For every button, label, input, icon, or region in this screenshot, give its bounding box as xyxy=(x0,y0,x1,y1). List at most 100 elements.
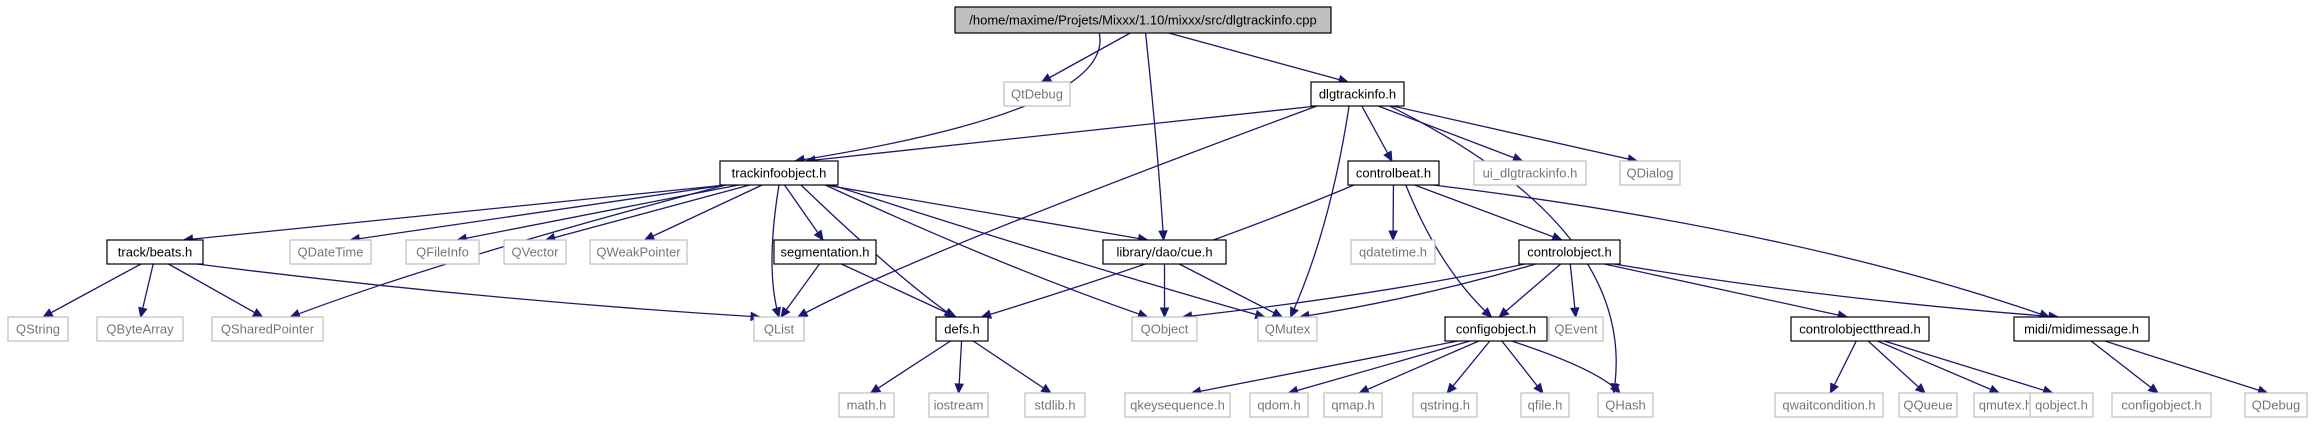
node-segmentation_h[interactable]: segmentation.h xyxy=(773,239,877,265)
node-qbytearray: QByteArray xyxy=(96,316,184,342)
node-defs_h[interactable]: defs.h xyxy=(935,316,989,342)
arrowhead xyxy=(1290,306,1299,319)
node-qmap_h: qmap.h xyxy=(1323,392,1383,418)
node-midimessage_h[interactable]: midi/midimessage.h xyxy=(2013,316,2150,342)
edge-dlgtrackinfo_h-to-ui_dlgtrackinfo_h xyxy=(1377,105,1524,163)
arrowhead xyxy=(780,306,791,318)
node-qhash: QHash xyxy=(1597,392,1654,418)
node-dlgtrackinfo_h[interactable]: dlgtrackinfo.h xyxy=(1310,81,1405,107)
node-configobject_h2: configobject.h xyxy=(2111,392,2212,418)
node-cue_h[interactable]: library/dao/cue.h xyxy=(1102,239,1227,265)
node-label: qmap.h xyxy=(1331,397,1374,412)
node-qwaitcondition_h: qwaitcondition.h xyxy=(1774,392,1884,418)
node-box xyxy=(1444,316,1548,342)
node-trackinfoobject_h[interactable]: trackinfoobject.h xyxy=(719,160,839,186)
edge-controlobjectthread_h-to-qqueue xyxy=(1867,340,1926,394)
node-controlbeat_h[interactable]: controlbeat.h xyxy=(1347,160,1440,186)
node-controlobjectthread_h[interactable]: controlobjectthread.h xyxy=(1790,316,1930,342)
node-box xyxy=(1131,316,1198,342)
node-box xyxy=(1347,160,1440,186)
node-root[interactable]: /home/maxime/Projets/Mixxx/1.10/mixxx/sr… xyxy=(954,6,1332,34)
node-qmutex_h: qmutex.h xyxy=(1973,392,2038,418)
node-box xyxy=(935,316,989,342)
arrowhead xyxy=(643,231,656,241)
arrowhead xyxy=(954,383,964,395)
node-box xyxy=(1323,392,1383,418)
node-qkeysequence_h: qkeysequence.h xyxy=(1124,392,1231,418)
node-label: stdlib.h xyxy=(1034,397,1075,412)
arrowhead xyxy=(1040,73,1053,83)
edge-root-to-qtdebug xyxy=(1040,32,1131,83)
arrowhead xyxy=(1533,382,1544,394)
node-box xyxy=(1350,239,1436,265)
edge-trackinfoobject_h-to-qlist xyxy=(771,184,781,319)
arrowhead xyxy=(1158,230,1168,242)
node-box xyxy=(405,239,480,265)
node-configobject_h[interactable]: configobject.h xyxy=(1444,316,1548,342)
edge-segmentation_h-to-defs_h xyxy=(841,263,958,318)
node-box xyxy=(1518,239,1621,265)
node-qobject_h: qobject.h xyxy=(2029,392,2094,418)
node-box xyxy=(589,239,688,265)
arrowhead xyxy=(869,383,882,394)
node-label: segmentation.h xyxy=(781,244,870,259)
edge-midimessage_h-to-qdebug xyxy=(2104,340,2269,395)
arrowhead xyxy=(1609,382,1621,394)
node-label: QWeakPointer xyxy=(596,244,681,259)
node-stdlib_h: stdlib.h xyxy=(1024,392,1086,418)
arrowhead xyxy=(2147,383,2159,394)
node-label: QtDebug xyxy=(1011,86,1063,101)
node-box xyxy=(289,239,372,265)
edge-configobject_h-to-qfile_h xyxy=(1501,340,1544,394)
node-iostream: iostream xyxy=(928,392,989,418)
node-trackbeats_h[interactable]: track/beats.h xyxy=(106,239,204,265)
arrowhead xyxy=(1383,150,1393,163)
node-box xyxy=(1790,316,1930,342)
node-label: controlobjectthread.h xyxy=(1799,321,1920,336)
node-box xyxy=(753,316,805,342)
node-label: QString xyxy=(16,321,60,336)
node-label: QSharedPointer xyxy=(221,321,315,336)
node-label: qkeysequence.h xyxy=(1130,397,1225,412)
arrowhead xyxy=(138,306,148,319)
node-qevent: QEvent xyxy=(1548,316,1604,342)
arrowhead xyxy=(1446,382,1457,394)
node-label: /home/maxime/Projets/Mixxx/1.10/mixxx/sr… xyxy=(969,12,1317,27)
node-label: QHash xyxy=(1605,397,1645,412)
node-label: trackinfoobject.h xyxy=(732,165,827,180)
edge-dlgtrackinfo_h-to-controlbeat_h xyxy=(1361,105,1393,163)
edge-controlobject_h-to-qevent xyxy=(1569,263,1580,319)
edge-root-to-dlgtrackinfo_h xyxy=(1168,32,1350,85)
node-box xyxy=(211,316,324,342)
node-qvector: QVector xyxy=(503,239,567,265)
edge-configobject_h-to-qstring_h xyxy=(1446,340,1491,394)
node-box xyxy=(1257,316,1318,342)
node-label: qwaitcondition.h xyxy=(1782,397,1875,412)
node-box xyxy=(954,6,1332,34)
node-label: QDateTime xyxy=(298,244,364,259)
edge-trackinfoobject_h-to-trackbeats_h xyxy=(182,184,727,244)
arrowhead xyxy=(796,308,809,318)
node-qdatetime: QDateTime xyxy=(289,239,372,265)
edge-segmentation_h-to-qlist xyxy=(780,263,821,318)
edge-trackinfoobject_h-to-qfileinfo xyxy=(456,184,739,243)
node-label: controlbeat.h xyxy=(1356,165,1431,180)
edge-controlobjectthread_h-to-qobject_h xyxy=(1883,340,2054,395)
node-qfile_h: qfile.h xyxy=(1520,392,1570,418)
node-controlobject_h[interactable]: controlobject.h xyxy=(1518,239,1621,265)
node-qdatetime_h: qdatetime.h xyxy=(1350,239,1436,265)
node-label: qdatetime.h xyxy=(1359,244,1427,259)
node-box xyxy=(1003,81,1071,107)
node-label: configobject.h xyxy=(2121,397,2201,412)
node-qtdebug: QtDebug xyxy=(1003,81,1071,107)
node-label: qfile.h xyxy=(1528,397,1563,412)
node-qdom_h: qdom.h xyxy=(1249,392,1309,418)
node-qfileinfo: QFileInfo xyxy=(405,239,480,265)
nodes-layer: /home/maxime/Projets/Mixxx/1.10/mixxx/sr… xyxy=(7,6,2308,418)
node-label: QEvent xyxy=(1554,321,1598,336)
node-label: QQueue xyxy=(1903,397,1952,412)
arrowhead xyxy=(1988,384,2001,394)
node-box xyxy=(2013,316,2150,342)
node-box xyxy=(1102,239,1227,265)
